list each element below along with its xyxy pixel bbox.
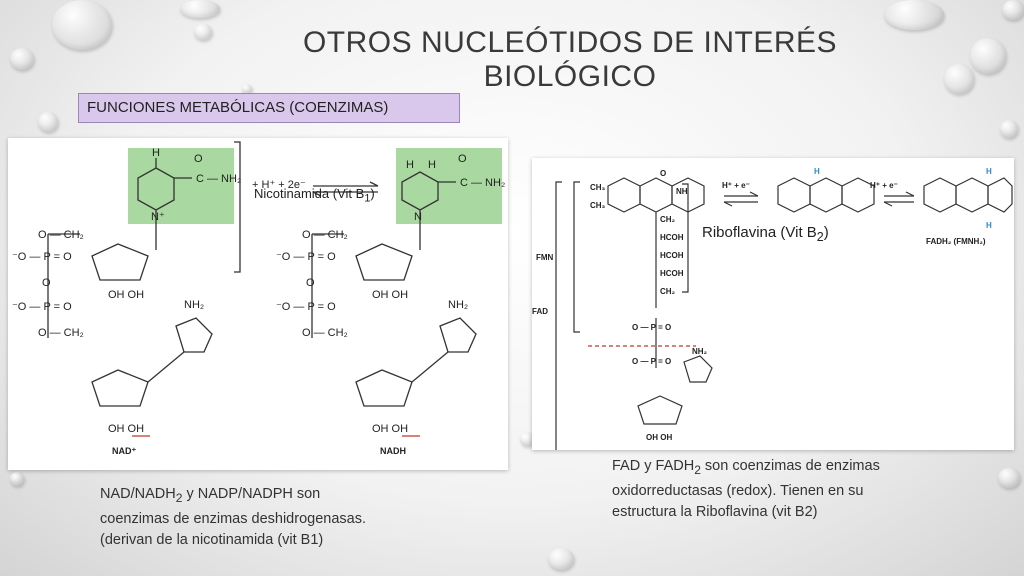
water-drop-decoration: [1002, 0, 1024, 20]
svg-text:H: H: [428, 159, 436, 171]
slide-title: OTROS NUCLEÓTIDOS DE INTERÉS BIOLÓGICO: [302, 26, 838, 93]
svg-text:O — P = O: O — P = O: [632, 323, 671, 332]
nadh-label: NADH: [380, 446, 406, 456]
nad-structure-diagram: H O C — NH₂ N⁺ H H O C — NH₂ N + H⁺ + 2e…: [12, 141, 505, 456]
svg-text:H: H: [986, 221, 992, 230]
svg-text:CH₃: CH₃: [590, 183, 606, 192]
nad-description: NAD/NADH2 y NADP/NADPH son coenzimas de …: [100, 486, 366, 548]
svg-text:H: H: [986, 167, 992, 176]
water-drop-decoration: [548, 548, 574, 570]
svg-text:O: O: [194, 153, 203, 165]
water-drop-decoration: [38, 112, 58, 132]
svg-text:O — CH₂: O — CH₂: [38, 327, 84, 339]
nad-label: NAD⁺: [112, 446, 136, 456]
svg-text:OH OH: OH OH: [372, 289, 408, 301]
svg-text:N: N: [414, 211, 422, 223]
fadh2-label: FADH₂ (FMNH₂): [926, 237, 986, 246]
svg-text:NH₂: NH₂: [448, 299, 468, 311]
svg-text:O — P = O: O — P = O: [632, 357, 671, 366]
water-drop-decoration: [10, 472, 24, 486]
svg-text:CH₂: CH₂: [660, 215, 676, 224]
reaction-text: + H⁺ + 2e⁻: [252, 179, 306, 191]
svg-text:OH OH: OH OH: [108, 423, 144, 435]
water-drop-decoration: [242, 84, 252, 94]
svg-text:⁻O — P = O: ⁻O — P = O: [12, 301, 72, 313]
water-drop-decoration: [520, 432, 534, 446]
water-drop-decoration: [998, 468, 1020, 488]
svg-text:NH₂: NH₂: [184, 299, 204, 311]
svg-text:O — CH₂: O — CH₂: [302, 229, 348, 241]
svg-text:O: O: [458, 153, 467, 165]
fad-structure-diagram: CH₃ CH₃ O NH CH₂ HCOH HCOH HCOH CH₂ O — …: [532, 167, 1013, 455]
svg-text:HCOH: HCOH: [660, 269, 684, 278]
svg-text:OH OH: OH OH: [108, 289, 144, 301]
svg-text:O — CH₂: O — CH₂: [38, 229, 84, 241]
svg-text:NH: NH: [676, 187, 688, 196]
water-drop-decoration: [944, 64, 974, 94]
svg-text:⁻O — P = O: ⁻O — P = O: [12, 251, 72, 263]
svg-text:O: O: [42, 277, 51, 289]
svg-text:O: O: [306, 277, 315, 289]
fad-description: FAD y FADH2 son coenzimas de enzimas oxi…: [612, 458, 880, 520]
svg-text:O — CH₂: O — CH₂: [302, 327, 348, 339]
svg-text:CH₃: CH₃: [590, 201, 606, 210]
svg-text:CH₂: CH₂: [660, 287, 676, 296]
svg-text:N⁺: N⁺: [151, 211, 165, 223]
svg-text:C — NH₂: C — NH₂: [196, 173, 241, 185]
water-drop-decoration: [884, 0, 944, 30]
fmn-label: FMN: [536, 253, 554, 262]
svg-text:H: H: [406, 159, 414, 171]
svg-text:OH OH: OH OH: [646, 433, 672, 442]
svg-text:HCOH: HCOH: [660, 251, 684, 260]
svg-text:NH₂: NH₂: [692, 347, 708, 356]
section-label: FUNCIONES METABÓLICAS (COENZIMAS): [78, 93, 460, 123]
svg-text:⁻O — P = O: ⁻O — P = O: [276, 251, 336, 263]
svg-text:C — NH₂: C — NH₂: [460, 177, 505, 189]
svg-text:OH OH: OH OH: [372, 423, 408, 435]
step-text-1: H⁺ + e⁻: [722, 181, 750, 190]
svg-text:H: H: [814, 167, 820, 176]
water-drop-decoration: [52, 0, 112, 50]
svg-text:H: H: [152, 147, 160, 159]
water-drop-decoration: [180, 0, 220, 18]
fad-label: FAD: [532, 307, 548, 316]
step-text-2: H⁺ + e⁻: [870, 181, 898, 190]
svg-text:HCOH: HCOH: [660, 233, 684, 242]
nicotinamida-label: Nicotinamida (Vit B1): [254, 186, 375, 205]
svg-text:O: O: [660, 169, 666, 178]
water-drop-decoration: [10, 48, 34, 70]
fad-figure: CH₃ CH₃ O NH CH₂ HCOH HCOH HCOH CH₂ O — …: [532, 158, 1014, 455]
nad-nadh-figure: H O C — NH₂ N⁺ H H O C — NH₂ N + H⁺ + 2e…: [8, 138, 508, 470]
water-drop-decoration: [1000, 120, 1018, 138]
water-drop-decoration: [194, 24, 212, 40]
riboflavina-label: Riboflavina (Vit B2): [702, 224, 829, 244]
water-drop-decoration: [970, 38, 1006, 74]
svg-text:⁻O — P = O: ⁻O — P = O: [276, 301, 336, 313]
